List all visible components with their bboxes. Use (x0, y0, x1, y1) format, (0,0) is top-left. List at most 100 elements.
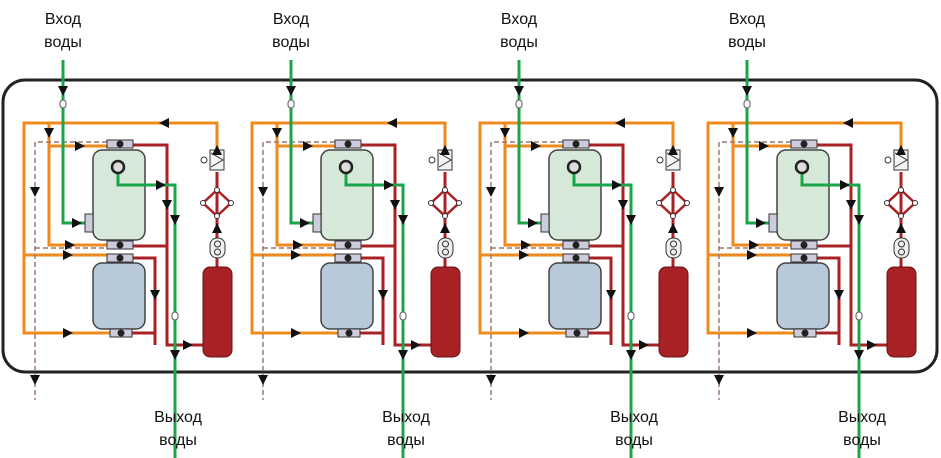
flow-arrow-icon (440, 145, 450, 155)
return-pipe (816, 256, 841, 345)
meter-dial (898, 248, 905, 256)
flow-arrow-icon (626, 215, 636, 225)
outlet-label: Выход (610, 409, 659, 426)
bypass-valve-icon (214, 187, 220, 193)
outlet-nozzle (566, 159, 582, 175)
water-outlet-pipe (116, 170, 177, 458)
bypass-valve-icon (442, 187, 448, 193)
flow-arrow-icon (615, 118, 625, 128)
flange-bolt (117, 329, 125, 337)
flow-arrow-icon (500, 128, 510, 138)
meter-icon (665, 237, 682, 259)
supply-pipe (275, 123, 338, 247)
meter-dial (214, 240, 221, 248)
flow-arrow-icon (58, 86, 68, 96)
flow-arrow-icon (170, 215, 180, 225)
flow-arrow-icon (843, 118, 853, 128)
flow-arrow-icon (519, 250, 529, 260)
inlet-label: Вход (501, 11, 538, 28)
flange-bolt (344, 241, 352, 249)
supply-pipe (478, 121, 675, 335)
supply-pipe (731, 123, 794, 247)
bypass-valve-icon (898, 187, 904, 193)
outlet-fitting (399, 311, 407, 321)
flow-arrow-icon (63, 328, 73, 338)
flow-arrow-icon (212, 145, 222, 155)
flow-arrow-icon (846, 200, 856, 210)
flow-arrow-icon (303, 141, 313, 151)
flow-arrow-icon (486, 375, 496, 385)
flange-bolt (344, 254, 352, 262)
valve-symbol (438, 152, 452, 168)
flange-bolt (572, 241, 580, 249)
inlet-nozzle (312, 213, 322, 233)
supply-pipe (250, 121, 447, 335)
flow-arrow-icon (714, 187, 724, 197)
outlet-label: Выход (382, 409, 431, 426)
storage-tank (658, 266, 689, 358)
meter-dial (898, 240, 905, 248)
valve-actuator-icon (656, 156, 664, 164)
inlet-label: воды (272, 34, 310, 51)
flange-bolt (116, 254, 124, 262)
meter-dial (442, 248, 449, 256)
bypass-valve-icon (200, 200, 206, 206)
flow-arrow-icon (668, 223, 678, 233)
storage-tank (886, 266, 917, 358)
flange-bolt (345, 329, 353, 337)
supply-pipe (22, 121, 219, 335)
flow-arrow-icon (896, 223, 906, 233)
bypass-valve-icon (912, 200, 918, 206)
flow-arrow-icon (291, 250, 301, 260)
flow-arrow-icon (258, 187, 268, 197)
valve-symbol (210, 152, 224, 168)
inlet-nozzle (84, 213, 94, 233)
flange-bolt (801, 329, 809, 337)
upper-vessel (92, 149, 146, 241)
flange-bolt (116, 241, 124, 249)
flow-arrow-icon (293, 240, 303, 250)
outlet-label: воды (159, 432, 197, 449)
supply-pipe (47, 123, 110, 247)
flow-arrow-icon (521, 240, 531, 250)
outlet-fitting (855, 311, 863, 321)
flange-bolt (800, 241, 808, 249)
flow-arrow-icon (286, 86, 296, 96)
flow-arrow-icon (75, 141, 85, 151)
bypass-valve-icon (228, 200, 234, 206)
flow-arrow-icon (486, 187, 496, 197)
flow-arrow-icon (749, 240, 759, 250)
valve-actuator-icon (884, 156, 892, 164)
outlet-label: воды (615, 432, 653, 449)
flow-arrow-icon (756, 218, 766, 228)
flow-arrow-icon (159, 118, 169, 128)
drain-line (490, 141, 563, 400)
return-pipe (132, 256, 157, 345)
supply-pipe (503, 123, 566, 247)
flange-bolt (800, 254, 808, 262)
water-outlet-pipe (572, 170, 633, 458)
lower-vessel (776, 262, 830, 330)
flow-arrow-icon (519, 328, 529, 338)
inlet-fitting (743, 99, 751, 109)
water-outlet-pipe (344, 170, 405, 458)
flow-arrow-icon (618, 200, 628, 210)
supply-pipe (706, 121, 903, 335)
flow-arrow-icon (387, 118, 397, 128)
storage-tank (430, 266, 461, 358)
flow-arrow-icon (854, 215, 864, 225)
flow-arrow-icon (747, 250, 757, 260)
return-pipe (360, 256, 385, 345)
drain-line (34, 141, 107, 400)
flow-arrow-icon (742, 86, 752, 96)
flow-arrow-icon (72, 218, 82, 228)
flow-arrow-icon (30, 375, 40, 385)
return-pipe (588, 256, 613, 345)
flow-arrow-icon (626, 350, 636, 360)
flow-arrow-icon (390, 200, 400, 210)
lower-vessel (320, 262, 374, 330)
meter-dial (442, 240, 449, 248)
